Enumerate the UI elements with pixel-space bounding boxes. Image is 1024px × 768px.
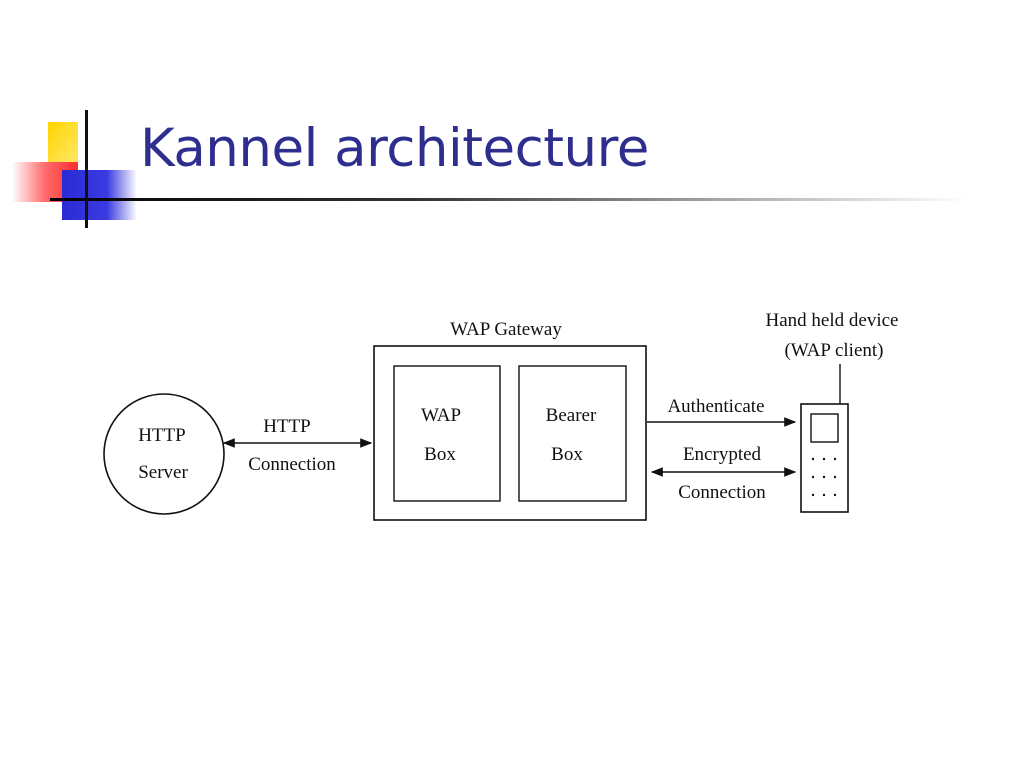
handheld-label-line1: Hand held device — [766, 310, 899, 331]
title-decoration — [12, 110, 137, 228]
slide-title: Kannel architecture — [140, 118, 649, 179]
title-divider — [50, 198, 970, 201]
authenticate-label: Authenticate — [667, 396, 764, 417]
http-connection-label-line1: HTTP — [263, 416, 311, 437]
http-connection-label-line2: Connection — [248, 454, 336, 475]
bearer-box-label-line2: Box — [551, 444, 583, 465]
handheld-device-body — [800, 403, 849, 513]
wap-gateway-label: WAP Gateway — [450, 319, 562, 340]
handheld-keypad — [811, 457, 837, 497]
handheld-device-screen — [810, 413, 839, 443]
yellow-square — [48, 122, 78, 162]
bearer-box — [518, 365, 627, 502]
wap-box — [393, 365, 501, 502]
blue-square — [62, 170, 137, 220]
encrypted-connection-label-line2: Connection — [678, 482, 766, 503]
http-server-circle — [103, 393, 225, 515]
deco-vertical-line — [85, 110, 88, 228]
wap-gateway-box — [373, 345, 647, 521]
wap-box-label-line1: WAP — [421, 405, 461, 426]
http-server-label-line1: HTTP — [138, 425, 186, 446]
handheld-label-line2: (WAP client) — [784, 340, 883, 361]
encrypted-connection-label-line1: Encrypted — [683, 444, 762, 465]
wap-box-label-line2: Box — [424, 444, 456, 465]
bearer-box-label-line1: Bearer — [546, 405, 597, 426]
http-server-label-line2: Server — [138, 462, 188, 483]
